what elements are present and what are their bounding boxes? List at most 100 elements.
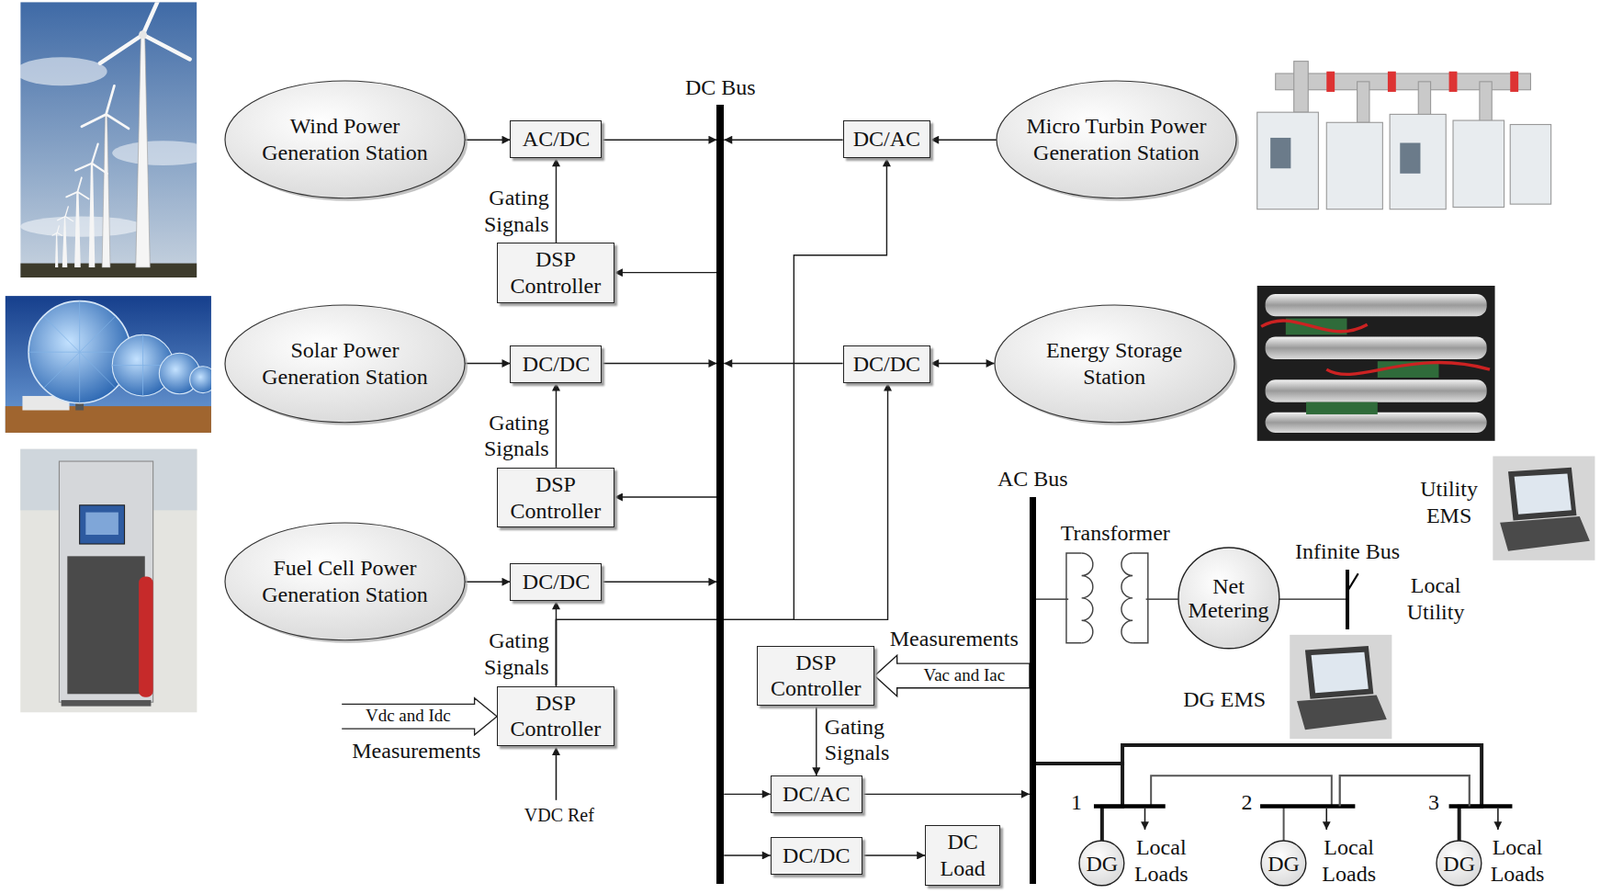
laptop-icon bbox=[1514, 473, 1572, 514]
connector bbox=[930, 362, 994, 364]
connector bbox=[464, 581, 510, 583]
laptop-icon bbox=[1311, 652, 1369, 693]
micro-turbine-photo bbox=[1357, 81, 1370, 123]
connector bbox=[1036, 763, 1123, 841]
micro-turbine-photo bbox=[1326, 71, 1335, 92]
wind-farm-photo bbox=[101, 113, 111, 268]
generation-station: Fuel Cell Power Generation Station bbox=[220, 518, 470, 645]
edge-label: Vac and Iac bbox=[922, 665, 1008, 686]
fuel-cell-photo bbox=[85, 512, 119, 535]
ellipse-outline bbox=[225, 304, 465, 423]
connector bbox=[555, 383, 557, 468]
infinite-bus-bar: Infinite Bus bbox=[1345, 569, 1349, 631]
fuel-cell-photo bbox=[67, 555, 145, 694]
node-text: Fuel Cell Power Generation Station bbox=[248, 554, 442, 609]
wind-farm-photo bbox=[100, 1, 191, 64]
wind-farm-photo bbox=[112, 140, 197, 166]
battery-photo bbox=[1265, 379, 1488, 402]
micro-turbine-photo bbox=[1270, 137, 1291, 169]
wind-farm-photo bbox=[20, 1, 197, 278]
micro-turbine-photo bbox=[1509, 124, 1551, 205]
connector bbox=[601, 581, 717, 583]
annotation-label: DG EMS bbox=[1183, 686, 1266, 713]
node-text: DSP Controller bbox=[504, 246, 608, 300]
generation-station: Solar Power Generation Station bbox=[220, 300, 470, 428]
tie-line bbox=[1340, 775, 1470, 806]
ellipse-outline bbox=[991, 76, 1241, 203]
node-text: DC/AC bbox=[853, 125, 921, 153]
annotation-label: Measurements bbox=[351, 737, 481, 765]
solar-dish-photo bbox=[190, 366, 212, 394]
bus-label: Infinite Bus bbox=[1295, 538, 1400, 565]
annotation-label: Utility EMS bbox=[1408, 475, 1491, 530]
wind-farm-photo bbox=[62, 215, 68, 268]
connector bbox=[601, 362, 717, 364]
solar-dish-photo bbox=[5, 295, 212, 433]
micro-turbine-photo bbox=[1509, 71, 1519, 92]
annotation-label: Transformer bbox=[1060, 519, 1171, 547]
node-text: Wind Power Generation Station bbox=[248, 112, 442, 167]
connector bbox=[464, 362, 510, 364]
node-text: DSP Controller bbox=[504, 689, 608, 744]
converter-box: DC/AC bbox=[770, 775, 863, 813]
dc-bus-bar: DC Bus bbox=[716, 104, 724, 884]
connector bbox=[723, 362, 843, 364]
laptop-icon bbox=[1296, 694, 1387, 730]
wind-farm-photo bbox=[20, 1, 197, 278]
edge-label: Gating Signals bbox=[461, 184, 550, 238]
connector bbox=[1036, 763, 1332, 841]
connector bbox=[723, 139, 843, 141]
battery-photo bbox=[1265, 412, 1488, 433]
generation-station: Wind Power Generation Station bbox=[220, 76, 470, 203]
connector bbox=[601, 139, 717, 141]
wind-farm-photo bbox=[20, 215, 143, 237]
fuel-cell-photo bbox=[58, 461, 153, 702]
ellipse-outline bbox=[220, 76, 470, 203]
measurement-arrow bbox=[341, 698, 497, 735]
edge-label: Gating Signals bbox=[461, 409, 550, 463]
micro-turbine-photo bbox=[1449, 71, 1458, 92]
circle-outline bbox=[1178, 547, 1280, 649]
node-text: Solar Power Generation Station bbox=[248, 337, 442, 391]
node-text: DG bbox=[1267, 851, 1300, 876]
laptop-icon bbox=[1289, 634, 1392, 739]
wind-farm-photo bbox=[55, 232, 58, 268]
net-metering-circle: Net Metering bbox=[1175, 544, 1283, 652]
wind-farm-photo bbox=[81, 85, 129, 129]
node-text: DG bbox=[1086, 851, 1119, 876]
ellipse-outline bbox=[994, 304, 1235, 423]
wind-farm-photo bbox=[56, 205, 74, 222]
reference-arrow bbox=[555, 746, 558, 800]
node-text: DSP Controller bbox=[504, 471, 608, 525]
annotation-label: 2 bbox=[1241, 788, 1253, 816]
laptop-icon bbox=[1499, 516, 1590, 552]
wind-farm-photo bbox=[75, 144, 107, 174]
connector bbox=[815, 705, 817, 776]
feeder-bus-bar bbox=[1093, 803, 1166, 808]
micro-turbine-photo bbox=[1399, 143, 1420, 174]
wind-farm-photo bbox=[74, 191, 81, 268]
annotation-label: VDC Ref bbox=[524, 804, 595, 825]
converter-box: DC/DC bbox=[843, 345, 932, 384]
measurement-arrow bbox=[874, 654, 1030, 696]
ellipse-outline bbox=[225, 80, 465, 199]
annotation-label: Local Loads bbox=[1483, 833, 1553, 888]
annotation-label: 3 bbox=[1428, 788, 1440, 816]
load-arrow bbox=[1497, 808, 1499, 830]
connector bbox=[862, 793, 1030, 795]
fuel-cell-photo bbox=[61, 699, 152, 707]
micro-turbine-photo bbox=[1326, 122, 1383, 209]
micro-turbine-photo bbox=[1453, 120, 1505, 207]
connector bbox=[614, 271, 718, 273]
annotation-label: Vdc and Idc bbox=[365, 706, 451, 726]
micro-turbine-photo bbox=[1389, 113, 1446, 209]
battery-photo bbox=[1257, 285, 1496, 441]
node-text: DC/DC bbox=[522, 350, 590, 378]
load-arrow bbox=[1144, 808, 1147, 830]
feeder-bus-bar bbox=[1260, 803, 1355, 808]
load-arrow bbox=[1145, 808, 1499, 830]
laptop-icon bbox=[1289, 634, 1392, 739]
edge-label: Gating Signals bbox=[461, 627, 550, 681]
